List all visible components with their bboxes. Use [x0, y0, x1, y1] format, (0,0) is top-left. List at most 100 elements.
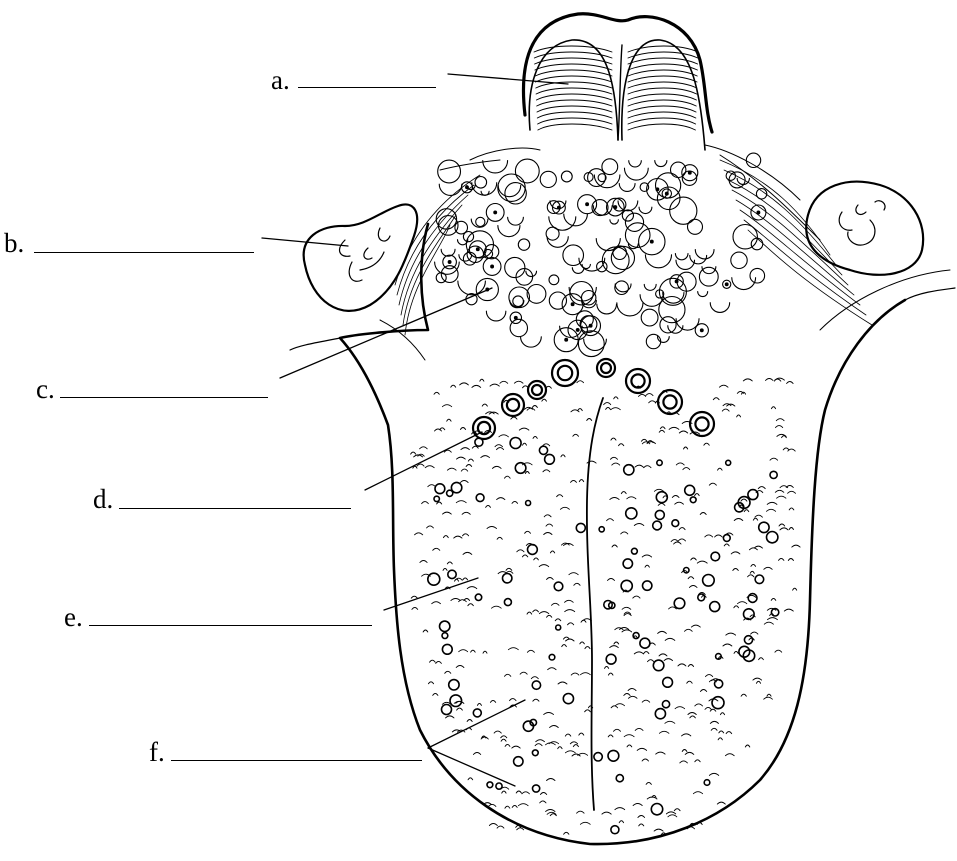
filiform-papilla: [648, 660, 654, 662]
filiform-papilla: [723, 644, 732, 646]
filiform-papilla: [691, 558, 697, 560]
filiform-papilla: [514, 381, 523, 383]
fungiform-papilla: [744, 609, 755, 620]
filiform-papilla: [433, 548, 440, 550]
filiform-papilla: [776, 419, 784, 421]
filiform-papilla: [741, 694, 746, 696]
fungiform-papilla: [643, 581, 652, 590]
lymphoid-nodule: [505, 257, 525, 277]
nodule-dot: [665, 192, 668, 195]
filiform-papilla: [499, 435, 509, 437]
lymphoid-nodule: [498, 174, 525, 201]
filiform-papilla: [430, 660, 436, 662]
filiform-papilla: [570, 742, 577, 744]
label-d: d.: [93, 486, 113, 513]
filiform-papilla: [473, 753, 480, 755]
fungiform-papilla: [653, 660, 664, 671]
answer-blank-d[interactable]: [119, 508, 351, 509]
filiform-papilla: [733, 569, 739, 571]
vallate-papilla-core: [631, 374, 644, 387]
filiform-papilla: [522, 555, 527, 557]
filiform-papilla: [718, 468, 723, 470]
filiform-papilla: [779, 558, 784, 560]
filiform-papilla: [467, 587, 477, 589]
fungiform-papilla: [442, 644, 452, 654]
filiform-papilla: [621, 492, 626, 494]
filiform-papilla: [724, 544, 729, 546]
epiglottis-ridge: [536, 94, 612, 100]
filiform-papilla: [512, 746, 520, 748]
left-tonsil: [304, 204, 417, 310]
filiform-papilla: [580, 642, 585, 644]
filiform-papilla: [461, 448, 470, 450]
filiform-papilla: [726, 633, 736, 635]
filiform-papilla: [525, 531, 531, 533]
fungiform-papilla: [606, 654, 616, 664]
filiform-papilla: [614, 397, 618, 399]
lymphoid-nodule: [515, 159, 539, 183]
filiform-papilla: [634, 524, 644, 526]
filiform-papilla: [580, 822, 590, 824]
fungiform-papilla: [554, 582, 563, 591]
nodule-dot: [675, 280, 678, 283]
filiform-papilla: [463, 578, 468, 580]
label-f: f.: [149, 739, 165, 766]
filiform-papilla: [420, 447, 428, 449]
lymphoid-fold: [695, 250, 714, 259]
filiform-papilla: [685, 752, 694, 754]
filiform-papilla: [709, 773, 718, 775]
filiform-papilla: [501, 736, 507, 738]
fungiform-papilla: [611, 826, 619, 834]
filiform-papilla: [756, 681, 760, 683]
vallate-papilla-core: [663, 395, 676, 408]
lymphoid-fold: [624, 168, 648, 180]
filiform-papilla: [516, 791, 521, 793]
filiform-papilla: [539, 612, 548, 614]
answer-blank-c[interactable]: [60, 397, 268, 398]
answer-blank-e[interactable]: [89, 625, 372, 626]
epiglottis-ridge: [628, 94, 696, 100]
fungiform-papilla: [703, 575, 715, 587]
epiglottis-ridge: [628, 76, 697, 82]
filiform-papilla: [557, 495, 563, 497]
filiform-papilla: [680, 761, 688, 763]
filiform-papilla: [471, 650, 476, 652]
filiform-papilla: [460, 428, 465, 430]
answer-blank-a[interactable]: [298, 87, 436, 88]
filiform-papilla: [463, 534, 469, 536]
fungiform-papilla: [545, 454, 555, 464]
filiform-papilla: [540, 801, 546, 803]
answer-blank-f[interactable]: [171, 760, 422, 761]
filiform-papilla: [432, 602, 441, 604]
epiglottis-ridge: [537, 106, 612, 112]
epiglottis-ridge: [628, 118, 696, 124]
filiform-papilla: [487, 527, 497, 529]
fungiform-papilla: [532, 681, 540, 689]
fungiform-papilla: [712, 697, 724, 709]
filiform-papilla: [705, 535, 713, 537]
filiform-papilla: [734, 651, 738, 653]
filiform-papilla: [532, 406, 537, 408]
filiform-papilla: [518, 804, 528, 806]
epiglottis-ridge: [535, 70, 612, 76]
filiform-papilla: [665, 721, 675, 723]
epiglottis-ridge: [628, 52, 698, 58]
fungiform-papilla: [632, 548, 638, 554]
filiform-papilla: [462, 512, 470, 514]
filiform-papilla: [660, 427, 665, 429]
filiform-papilla: [627, 745, 632, 747]
filiform-papilla: [679, 528, 685, 530]
filiform-papilla: [423, 630, 428, 632]
fungiform-papilla: [449, 680, 459, 690]
filiform-papilla: [675, 707, 685, 709]
filiform-papilla: [750, 571, 754, 573]
fungiform-papilla: [532, 750, 538, 756]
filiform-papilla: [787, 382, 794, 384]
fungiform-papilla: [623, 559, 632, 568]
filiform-papilla: [710, 721, 718, 723]
nodule-dot: [558, 206, 561, 209]
filiform-papilla: [659, 731, 669, 733]
lymphoid-nodule: [688, 219, 703, 234]
filiform-papilla: [611, 408, 621, 410]
answer-blank-b[interactable]: [34, 252, 254, 253]
